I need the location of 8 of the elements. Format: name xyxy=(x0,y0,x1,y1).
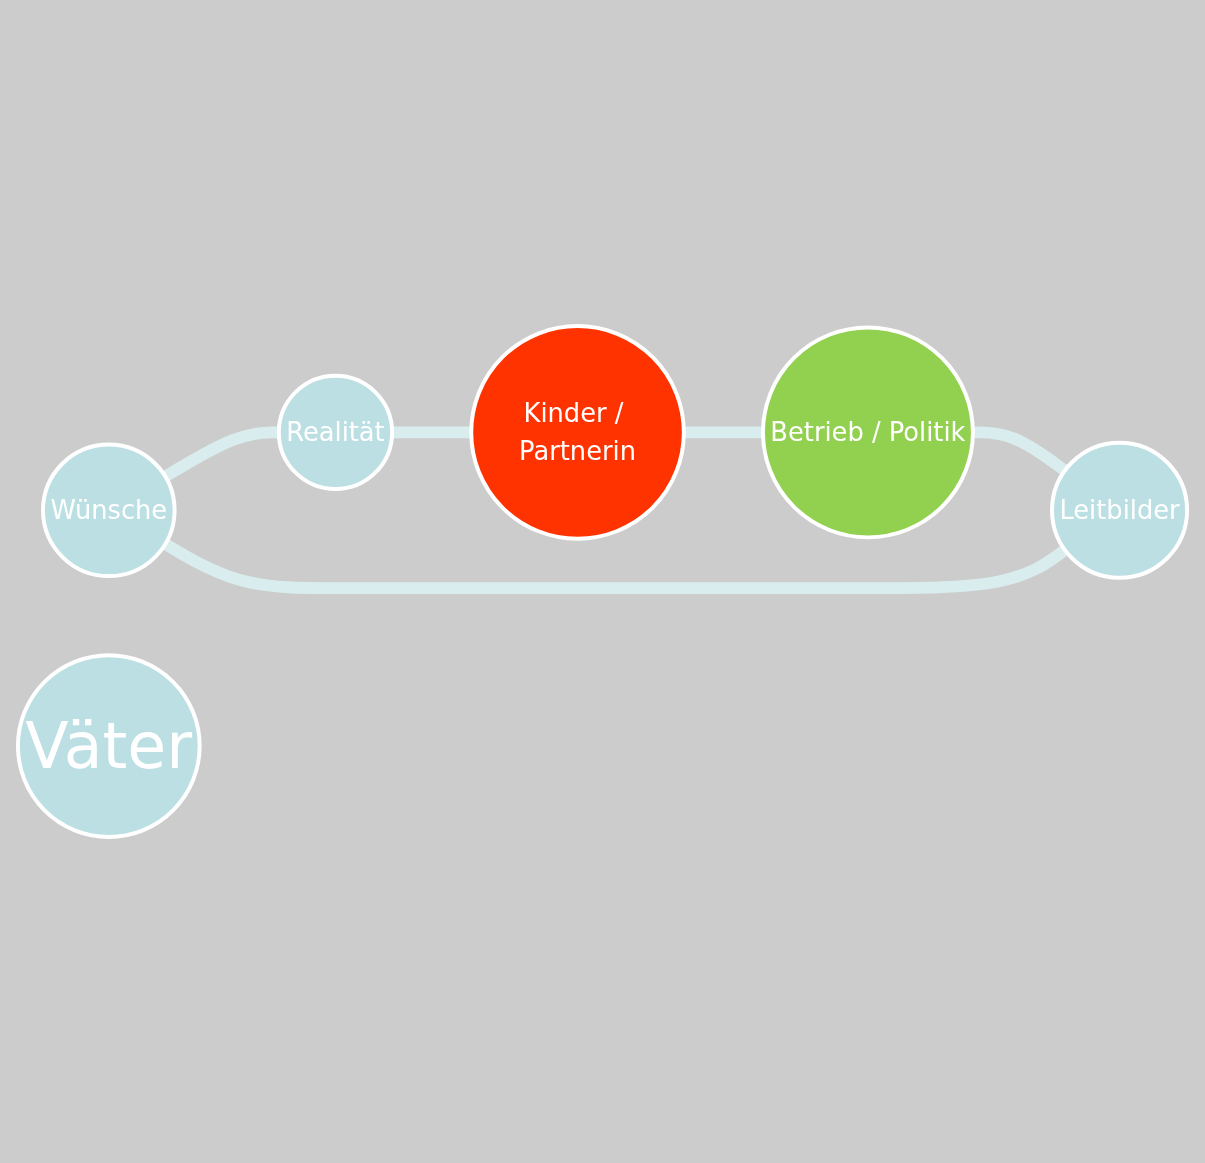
node-circle: Realität xyxy=(276,373,395,492)
node-circle: Väter xyxy=(15,653,202,839)
node-circle: Kinder / Partnerin xyxy=(469,324,686,541)
node-circle: Wünsche xyxy=(41,442,177,579)
connector xyxy=(162,426,279,482)
node-circle: Leitbilder xyxy=(1050,440,1190,580)
node-circle: Betrieb / Politik xyxy=(760,325,975,540)
connector xyxy=(162,538,1069,595)
